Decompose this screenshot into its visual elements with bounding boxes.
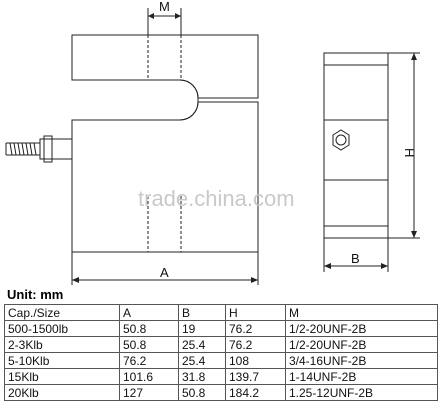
table-cell: A <box>119 304 179 321</box>
table-cell: 25.4 <box>178 336 226 353</box>
table-cell: 31.8 <box>178 368 226 385</box>
side-view-nut <box>332 129 350 151</box>
table-cell: 50.8 <box>119 336 179 353</box>
table-cell: M <box>285 304 438 321</box>
s-beam-body <box>71 34 259 253</box>
table-cell: B <box>178 304 226 321</box>
table-cell: 2-3Klb <box>4 336 120 353</box>
table-cell: 139.7 <box>225 368 286 385</box>
table-cell: 1/2-20UNF-2B <box>285 320 438 337</box>
dim-m-label: M <box>159 0 170 14</box>
table-cell: 3/4-16UNF-2B <box>285 352 438 369</box>
table-cell: Cap./Size <box>4 304 120 321</box>
table-cell: 76.2 <box>225 336 286 353</box>
table-cell: H <box>225 304 286 321</box>
watermark: trade.china.com <box>138 186 295 211</box>
s-beam-slot <box>179 79 199 121</box>
table-cell: 184.2 <box>225 384 286 401</box>
dim-h-label: H <box>402 148 417 157</box>
table-cell: 25.4 <box>178 352 226 369</box>
connector-body <box>39 138 73 160</box>
table-cell: 108 <box>225 352 286 369</box>
table-cell: 76.2 <box>225 320 286 337</box>
table-cell: 15Klb <box>4 368 120 385</box>
unit-label: Unit: mm <box>7 287 64 302</box>
table-cell: 20Klb <box>4 384 120 401</box>
table-cell: 101.6 <box>119 368 179 385</box>
table-cell: 1/2-20UNF-2B <box>285 336 438 353</box>
table-cell: 50.8 <box>178 384 226 401</box>
side-view-body <box>323 52 389 239</box>
dim-a-label: A <box>160 265 169 280</box>
table-cell: 76.2 <box>119 352 179 369</box>
table-cell: 19 <box>178 320 226 337</box>
table-cell: 500-1500lb <box>4 320 120 337</box>
table-cell: 127 <box>119 384 179 401</box>
table-cell: 50.8 <box>119 320 179 337</box>
dim-b-label: B <box>351 251 360 266</box>
table-cell: 5-10Klb <box>4 352 120 369</box>
load-cell-drawing: M A H B trade.china.com <box>5 0 420 285</box>
table-cell: 1.25-12UNF-2B <box>285 384 438 401</box>
table-cell: 1-14UNF-2B <box>285 368 438 385</box>
